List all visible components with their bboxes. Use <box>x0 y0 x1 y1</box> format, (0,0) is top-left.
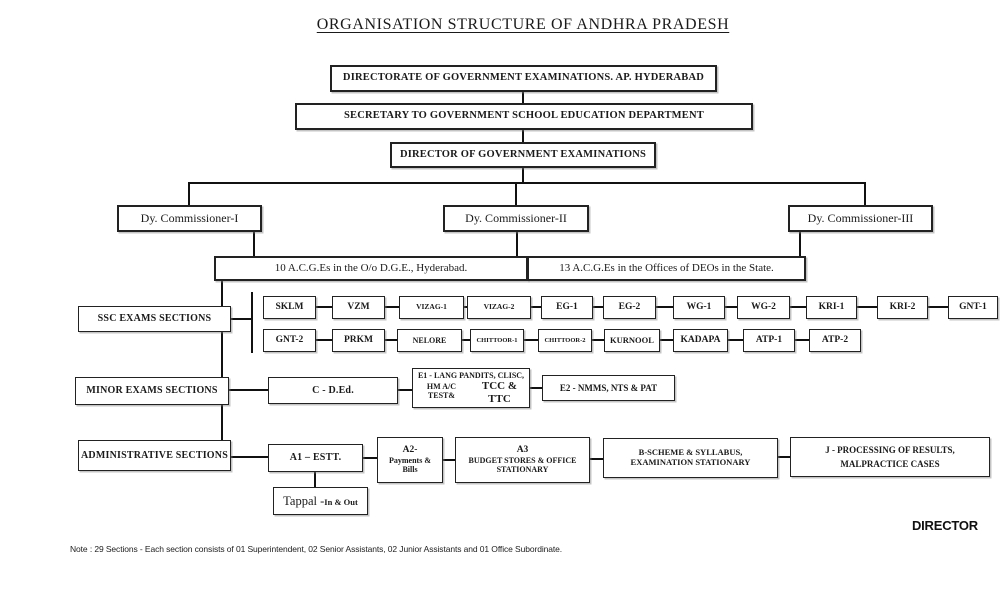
connector-line <box>231 456 268 458</box>
district-box-gnt-1: GNT-1 <box>948 296 998 319</box>
chart-title: ORGANISATION STRUCTURE OF ANDHRA PRADESH <box>316 16 730 33</box>
district-box-prkm: PRKM <box>332 329 385 352</box>
connector-line <box>188 182 866 184</box>
j-line2: MALPRACTICE CASES <box>840 459 940 469</box>
district-box-vizag-1: VIZAG-1 <box>399 296 464 319</box>
connector-line <box>464 306 467 308</box>
connector-line <box>660 339 673 341</box>
connector-line <box>864 182 866 206</box>
connector-line <box>443 459 455 461</box>
district-box-eg-1: EG-1 <box>541 296 593 319</box>
a3-line2: BUDGET STORES & OFFICE STATIONARY <box>468 456 577 475</box>
connector-line <box>363 457 377 459</box>
director-box: DIRECTOR OF GOVERNMENT EXAMINATIONS <box>390 142 656 168</box>
a2-payments-bills-box: A2- Payments & Bills <box>377 437 443 483</box>
connector-line <box>778 456 790 458</box>
a2-line2: Payments & <box>389 456 431 466</box>
a3-budget-box: A3 BUDGET STORES & OFFICE STATIONARY <box>455 437 590 483</box>
a1-estt-box: A1 – ESTT. <box>268 444 363 472</box>
connector-line <box>515 182 517 206</box>
acge-hyderabad-box: 10 A.C.G.Es in the O/o D.G.E., Hyderabad… <box>214 256 528 281</box>
district-box-vizag-2: VIZAG-2 <box>467 296 531 319</box>
connector-line <box>522 91 524 104</box>
connector-line <box>590 458 603 460</box>
connector-line <box>522 167 524 184</box>
district-box-chittoor-2: CHITTOOR-2 <box>538 329 592 352</box>
ssc-exams-sections-box: SSC EXAMS SECTIONS <box>78 306 231 332</box>
acge-state-box: 13 A.C.G.Es in the Offices of DEOs in th… <box>527 256 806 281</box>
district-box-sklm: SKLM <box>263 296 316 319</box>
connector-line <box>522 129 524 143</box>
connector-line <box>253 231 255 257</box>
district-box-kadapa: KADAPA <box>673 329 728 352</box>
j-processing-box: J - PROCESSING OF RESULTS, MALPRACTICE C… <box>790 437 990 477</box>
j-line1: J - PROCESSING OF RESULTS, <box>825 444 955 455</box>
a3-line1: A3 <box>516 445 529 456</box>
district-box-kurnool: KURNOOL <box>604 329 660 352</box>
connector-line <box>316 339 332 341</box>
e1-line2: HM A/C TEST&TCC & TTC <box>426 379 518 405</box>
connector-line <box>231 318 251 320</box>
directorate-box: DIRECTORATE OF GOVERNMENT EXAMINATIONS. … <box>330 65 717 92</box>
connector-line <box>229 389 268 391</box>
connector-line <box>728 339 743 341</box>
district-box-chittoor-1: CHITTOOR-1 <box>470 329 524 352</box>
connector-line <box>524 339 538 341</box>
district-box-gnt-2: GNT-2 <box>263 329 316 352</box>
c-ded-box: C - D.Ed. <box>268 377 398 404</box>
connector-line <box>398 389 412 391</box>
connector-line <box>592 339 604 341</box>
b-line2: EXAMINATION STATIONARY <box>630 457 751 467</box>
e1-line1: E1 - LANG PANDITS, CLISC, <box>417 370 525 380</box>
connector-line <box>928 306 948 308</box>
connector-line <box>314 471 316 487</box>
district-box-eg-2: EG-2 <box>603 296 656 319</box>
connector-line <box>530 387 542 389</box>
connector-line <box>188 182 190 206</box>
district-box-vzm: VZM <box>332 296 385 319</box>
connector-line <box>795 339 809 341</box>
district-box-atp-1: ATP-1 <box>743 329 795 352</box>
b-line1: B-SCHEME & SYLLABUS, <box>638 447 743 458</box>
district-box-nelore: NELORE <box>397 329 462 352</box>
connector-line <box>385 306 399 308</box>
connector-line <box>531 306 541 308</box>
district-box-wg-2: WG-2 <box>737 296 790 319</box>
connector-line <box>516 231 518 257</box>
administrative-sections-box: ADMINISTRATIVE SECTIONS <box>78 440 231 471</box>
a2-line3: Bills <box>402 465 418 475</box>
connector-line <box>251 292 253 353</box>
tappal-label: Tappal - In & Out <box>283 493 358 508</box>
connector-line <box>462 339 470 341</box>
district-box-wg-1: WG-1 <box>673 296 725 319</box>
tappal-box: Tappal - In & Out <box>273 487 368 515</box>
a2-line1: A2- <box>402 445 418 456</box>
dy-commissioner-2-box: Dy. Commissioner-II <box>443 205 589 232</box>
district-box-kri-1: KRI-1 <box>806 296 857 319</box>
director-signature: DIRECTOR <box>911 518 978 533</box>
connector-line <box>221 280 223 457</box>
secretary-box: SECRETARY TO GOVERNMENT SCHOOL EDUCATION… <box>295 103 753 130</box>
connector-line <box>725 306 737 308</box>
footer-note: Note : 29 Sections - Each section consis… <box>70 544 563 554</box>
connector-line <box>799 231 801 257</box>
connector-line <box>385 339 397 341</box>
dy-commissioner-3-box: Dy. Commissioner-III <box>788 205 933 232</box>
district-box-kri-2: KRI-2 <box>877 296 928 319</box>
connector-line <box>316 306 332 308</box>
dy-commissioner-1-box: Dy. Commissioner-I <box>117 205 262 232</box>
b-scheme-box: B-SCHEME & SYLLABUS, EXAMINATION STATION… <box>603 438 778 478</box>
minor-exams-sections-box: MINOR EXAMS SECTIONS <box>75 377 229 405</box>
connector-line <box>593 306 603 308</box>
district-box-atp-2: ATP-2 <box>809 329 861 352</box>
e2-box: E2 - NMMS, NTS & PAT <box>542 375 675 401</box>
connector-line <box>656 306 673 308</box>
e1-box: E1 - LANG PANDITS, CLISC, HM A/C TEST&TC… <box>412 368 530 408</box>
connector-line <box>857 306 877 308</box>
connector-line <box>790 306 806 308</box>
